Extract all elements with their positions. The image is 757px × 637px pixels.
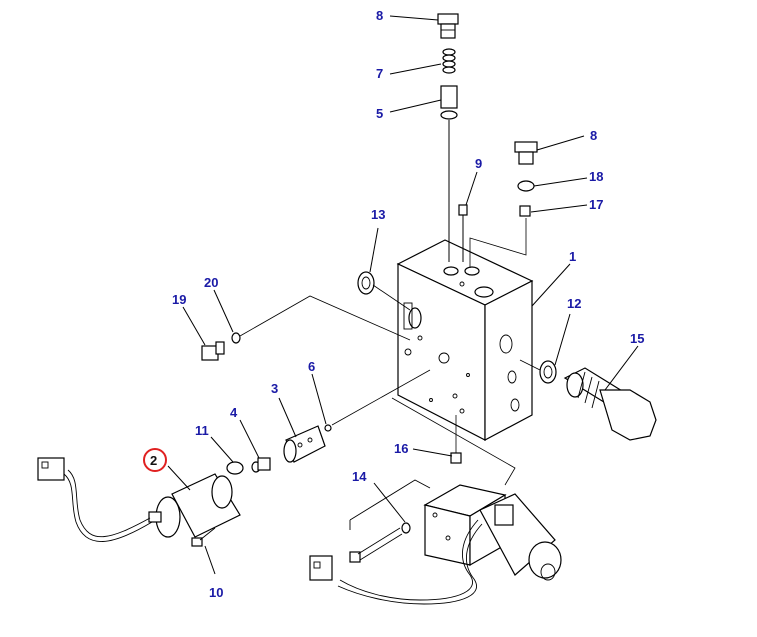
oring-11 [226,461,244,475]
callout-9: 9 [475,156,482,171]
plug-9 [458,204,468,216]
solenoid-2 [148,473,241,538]
bolt-10 [191,527,216,547]
plug-16 [450,452,462,464]
highlighted-callout-2[interactable]: 2 [143,448,167,472]
callout-10: 10 [209,585,223,600]
plug-right [514,141,538,165]
callout-17: 17 [589,197,603,212]
lower-solenoid [479,493,562,581]
lower-solenoid-wire [309,519,483,605]
callout-2: 2 [150,453,157,468]
oring-20 [231,332,241,344]
plug-top [437,13,459,39]
bolt-14 [349,522,411,563]
callout-19: 19 [172,292,186,307]
callout-8-right: 8 [590,128,597,143]
callout-labels: 8 7 5 8 9 18 17 13 1 12 15 20 19 6 3 4 1… [143,8,644,600]
callout-20: 20 [204,275,218,290]
callout-13: 13 [371,207,385,222]
callout-14: 14 [352,469,367,484]
callout-1: 1 [569,249,576,264]
oring-12 [539,360,557,384]
callout-8-top: 8 [376,8,383,23]
callout-6: 6 [308,359,315,374]
callout-7: 7 [376,66,383,81]
plug-19 [201,341,225,361]
callout-11: 11 [195,423,209,438]
valve-block [396,239,534,441]
lower-valve-body [423,484,507,567]
callout-5: 5 [376,106,383,121]
solenoid-15 [563,367,657,441]
sleeve-3 [283,425,326,463]
callout-16: 16 [394,441,408,456]
callout-18: 18 [589,169,603,184]
callout-15: 15 [630,331,644,346]
callout-3: 3 [271,381,278,396]
spring-7 [442,48,456,74]
callout-12: 12 [567,296,581,311]
callout-4: 4 [230,405,238,420]
oring-18 [517,180,535,192]
ball-6 [324,424,332,432]
oring-13 [357,271,375,295]
plug-17 [519,205,531,217]
fitting-4 [251,457,271,473]
spool-5 [440,85,458,120]
highlight-circle [143,448,167,472]
solenoid-2-wire [37,457,153,542]
